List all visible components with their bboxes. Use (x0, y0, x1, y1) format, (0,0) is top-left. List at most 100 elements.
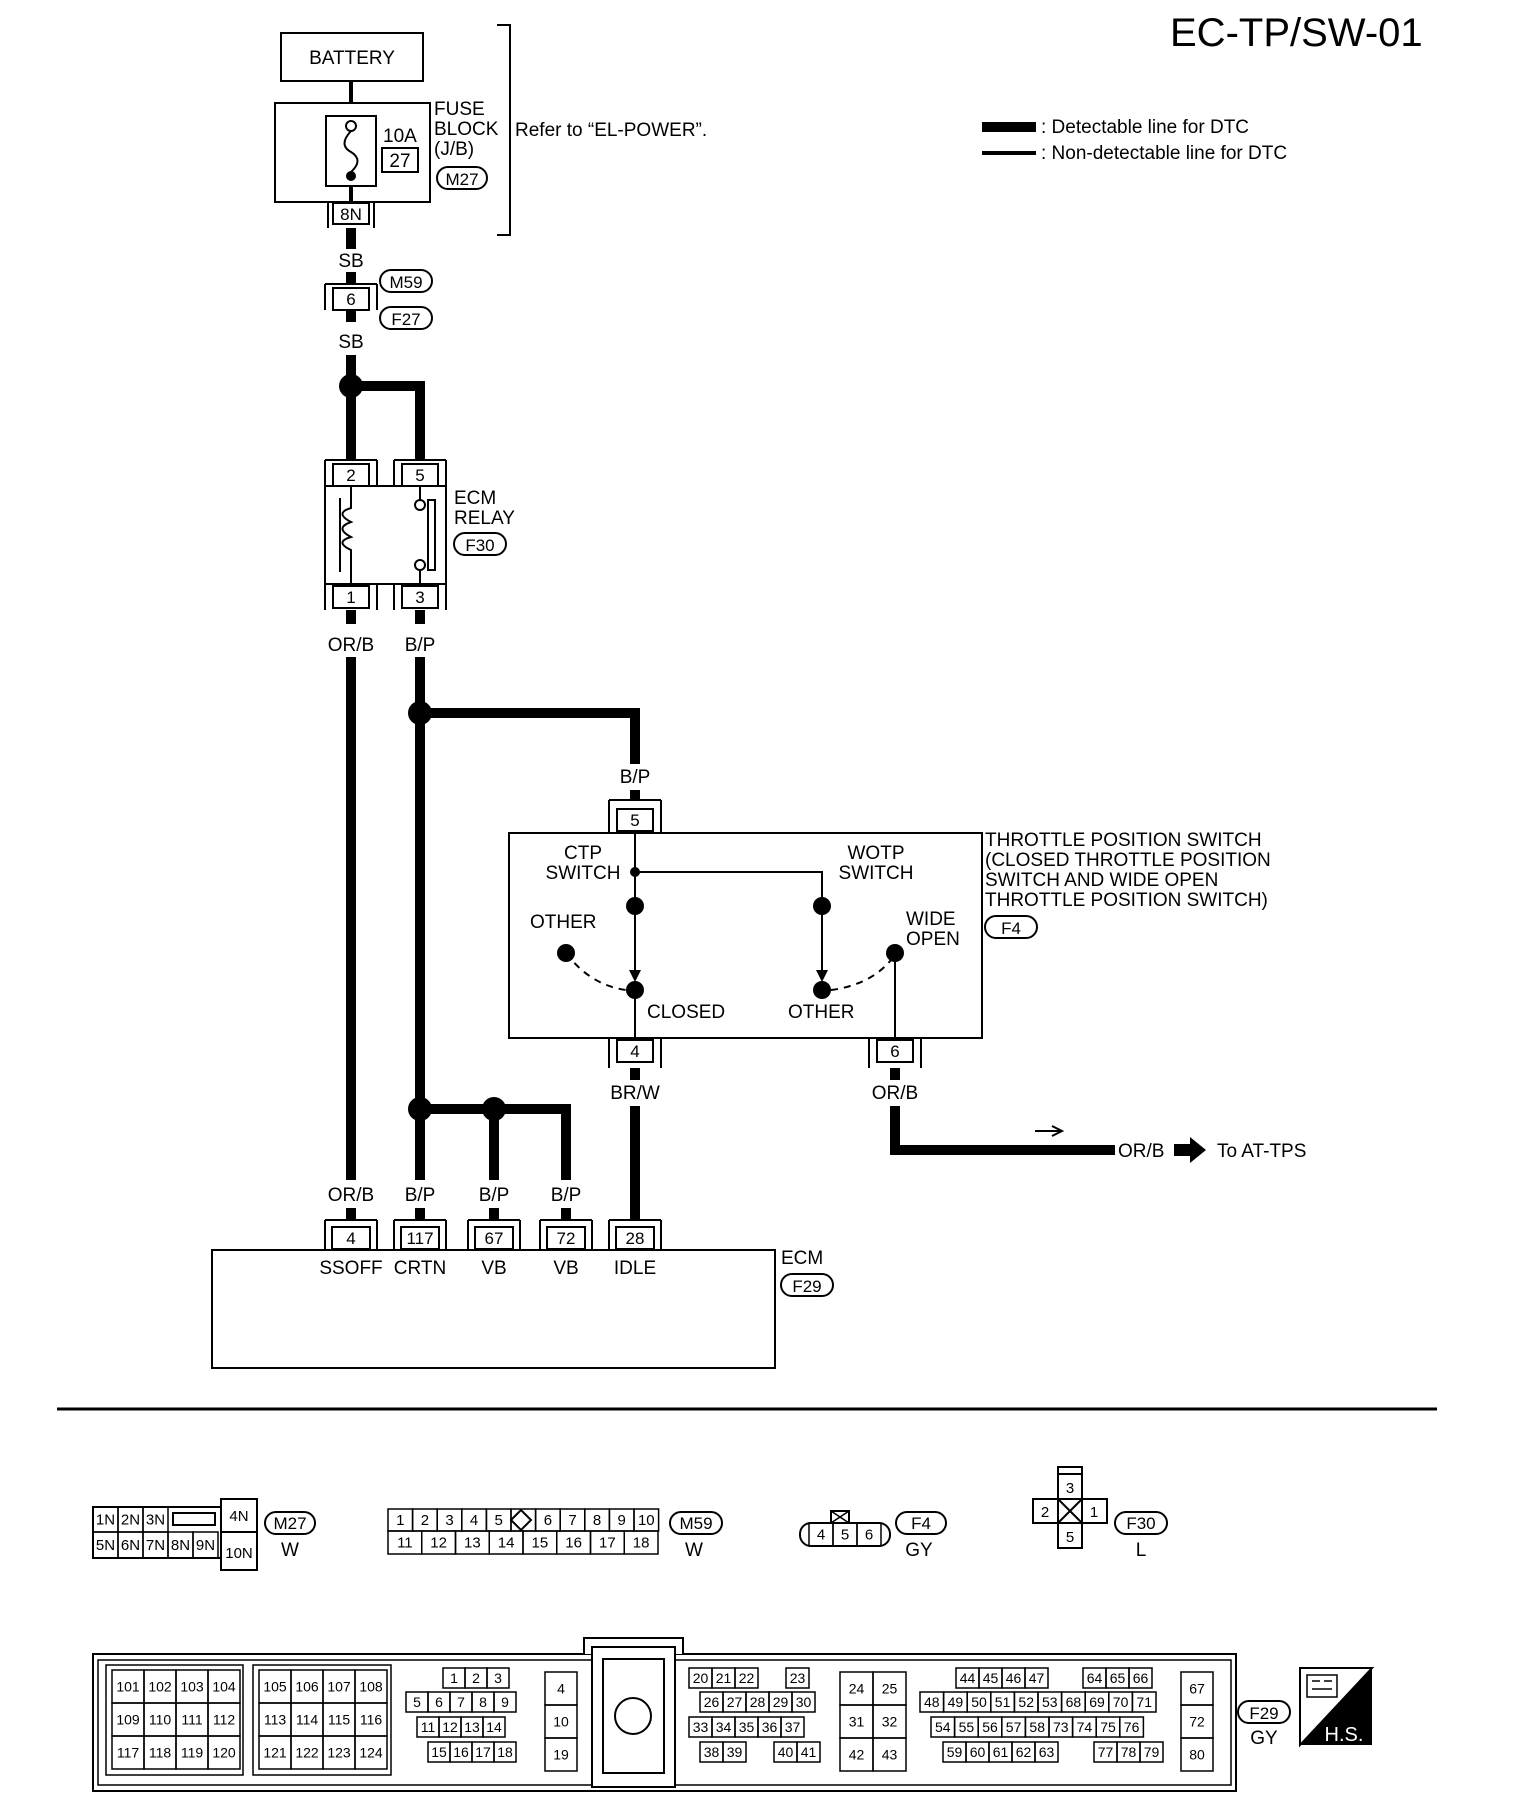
relay-contact-top (414, 499, 426, 511)
relay-t2-bracket (324, 460, 378, 486)
f29-pin-cell (1180, 1737, 1214, 1772)
f29-pin-label: 106 (295, 1679, 319, 1695)
f29-pin-label: 121 (263, 1745, 287, 1761)
hs-label: H.S. (1325, 1724, 1364, 1746)
f4-color: GY (905, 1540, 933, 1561)
f29-pin-cell (722, 1741, 747, 1763)
f29-pin-label: 4 (557, 1681, 565, 1697)
f29-pin-label: 31 (849, 1714, 865, 1730)
wotp-other-label: OTHER (788, 1002, 855, 1023)
f29-pin-cell (486, 1667, 510, 1689)
f29-pin-label: 38 (704, 1744, 720, 1760)
f29-pin-label: 12 (442, 1719, 458, 1735)
f30-left: 2 (1041, 1504, 1049, 1521)
f29-pin-label: 78 (1121, 1744, 1137, 1760)
m59-pin-label: 9 (618, 1512, 626, 1529)
tps-wire-4-label: BR/W (610, 1083, 660, 1104)
f29-pin-label: 5 (413, 1694, 421, 1710)
f29-pin-label: 61 (993, 1744, 1009, 1760)
f29-pin-label: 69 (1089, 1694, 1105, 1710)
f29-pin-label: 107 (327, 1679, 351, 1695)
tps-wire-6-label: OR/B (872, 1083, 918, 1104)
f29-pin-cell (493, 1741, 517, 1763)
f29-pin-label: 114 (296, 1712, 319, 1728)
f29-pin-label: 15 (431, 1744, 447, 1760)
f29-pin-label: 68 (1066, 1694, 1082, 1710)
f29-pin-cell (791, 1691, 816, 1713)
ecm-pin-terminal-box (331, 1226, 371, 1250)
fuse-amp-label: 10A (383, 126, 417, 147)
ecm-pin-bracket (608, 1219, 662, 1250)
f29-pin-label: 6 (435, 1694, 443, 1710)
ecm-pin-terminal-box (615, 1226, 655, 1250)
f29-pin-label: 42 (849, 1747, 865, 1763)
ctp-arrow (629, 970, 641, 982)
fuse-number-box (381, 147, 419, 173)
f29-pin-label: 17 (475, 1744, 491, 1760)
m27-color: W (281, 1540, 299, 1561)
m27-side-body (220, 1498, 258, 1571)
f29-id: F29 (1249, 1704, 1278, 1723)
ecm-pin-function: VB (553, 1258, 578, 1279)
f29-pin-label: 122 (295, 1745, 319, 1761)
m59-pin-label: 15 (532, 1535, 549, 1552)
wire-sb-bottom-label: SB (338, 332, 363, 353)
f29-pin-label: 7 (457, 1694, 465, 1710)
f30-id: F30 (1126, 1514, 1155, 1533)
ecm-pin-function: CRTN (394, 1258, 446, 1279)
hs-connector-icon-pins (1312, 1680, 1332, 1690)
fuse-symbol (343, 130, 359, 173)
f29-pin-label: 13 (464, 1719, 480, 1735)
f4-pin-label: 4 (817, 1527, 825, 1544)
f4-pin-label: 5 (841, 1527, 849, 1544)
f29-pin-cell (207, 1735, 241, 1770)
f29-pin-label: 109 (116, 1712, 140, 1728)
relay-t5-bracket (393, 460, 447, 486)
ctp-label-2: SWITCH (546, 863, 621, 884)
ecm-pin-function: IDLE (614, 1258, 656, 1279)
f29-pin-label: 40 (778, 1744, 794, 1760)
f29-pin-label: 34 (716, 1719, 732, 1735)
f29-pin-cell (1128, 1667, 1153, 1689)
f29-pin-label: 65 (1110, 1670, 1126, 1686)
f4-pin-cell (856, 1522, 882, 1547)
tps-name-4: THROTTLE POSITION SWITCH) (985, 890, 1268, 911)
f29-pin-label: 46 (1006, 1670, 1022, 1686)
refer-bracket (497, 24, 511, 236)
relay-contact-bottom (414, 559, 426, 571)
f29-pin-label: 55 (959, 1719, 975, 1735)
ctp-dashed-arc (565, 952, 627, 991)
joint-conn-a-oval (379, 269, 433, 293)
tps-t6-box (876, 1039, 914, 1063)
at-wire-label: OR/B (1118, 1141, 1164, 1162)
m59-pin-label: 14 (498, 1535, 515, 1552)
f29-pin-label: 49 (948, 1694, 964, 1710)
f29-pin-label: 33 (693, 1719, 709, 1735)
f29-pin-cell (796, 1741, 821, 1763)
tps-name-3: SWITCH AND WIDE OPEN (985, 870, 1218, 891)
m27-pin-label: 5N (96, 1537, 115, 1554)
relay-t1-box (332, 585, 370, 609)
tps-name-1: THROTTLE POSITION SWITCH (985, 830, 1262, 851)
f29-pin-label: 77 (1098, 1744, 1114, 1760)
m59-pin-label: 5 (495, 1512, 503, 1529)
f29-pin-label: 35 (739, 1719, 755, 1735)
ctp-closed-label: CLOSED (647, 1002, 725, 1023)
ecm-pin-function: SSOFF (319, 1258, 382, 1279)
f29-pin-label: 11 (421, 1719, 436, 1735)
f29-pin-label: 23 (790, 1670, 806, 1686)
m27-pin-label: 2N (121, 1512, 140, 1529)
f29-center-socket (602, 1658, 665, 1774)
m27-id: M27 (273, 1514, 306, 1533)
f29-pin-label: 59 (947, 1744, 963, 1760)
fuse-number: 27 (389, 151, 410, 172)
at-tps-label: To AT-TPS (1217, 1141, 1306, 1162)
m59-pin-label: 13 (464, 1535, 481, 1552)
m27-pin-label: 7N (146, 1537, 165, 1554)
f29-pin-label: 36 (762, 1719, 778, 1735)
ecm-conn-oval (780, 1273, 834, 1297)
f29-pin-label: 67 (1189, 1681, 1205, 1697)
